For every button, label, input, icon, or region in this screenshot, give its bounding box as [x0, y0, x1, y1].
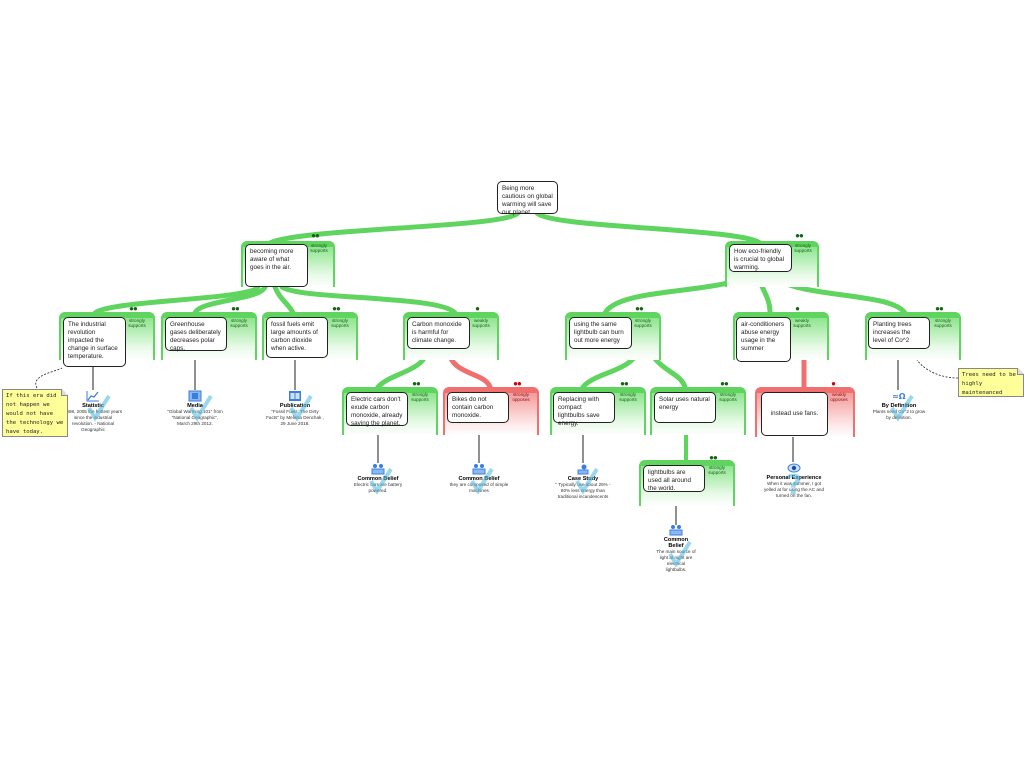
evidence-type: Common Belief [663, 537, 689, 549]
strength-label: strongly supports [708, 465, 726, 475]
strength-dots: ● [831, 379, 836, 388]
checkmark-icon [289, 394, 313, 422]
case-study-icon [577, 464, 589, 475]
checkmark-icon [87, 394, 111, 422]
group-icon [371, 464, 385, 475]
note-n1[interactable]: If this era did not happen we would not … [2, 389, 68, 437]
reason-box-r2a[interactable]: using the same lightbulb can burn out mo… [569, 317, 632, 349]
link-r1-r1c [272, 284, 296, 316]
reason-box-r1d1[interactable]: Electric cars don't exude carbon monoxid… [346, 392, 408, 427]
root-claim[interactable]: Being more cautious on global warming wi… [497, 181, 558, 216]
checkmark-icon [369, 467, 393, 495]
reason-box-r1a[interactable]: The industrial revolution impacted the c… [63, 317, 126, 367]
evidence-type: Publication [279, 403, 311, 409]
svg-text:≈Ω: ≈Ω [892, 392, 906, 401]
strength-dots: ●● [795, 231, 804, 240]
evidence-e4[interactable]: Common Belief Electric cars are battery … [345, 463, 411, 495]
evidence-type: By Definition [881, 403, 917, 409]
evidence-e6[interactable]: Case Study " Typically use about 25% - 8… [555, 463, 611, 500]
checkmark-icon [470, 467, 494, 495]
group-icon [472, 464, 486, 475]
link-r1-r1d [279, 284, 458, 316]
reason-box-r2c[interactable]: Planting trees increases the level of Co… [868, 317, 930, 349]
reason-box-r2a2a[interactable]: lightbulbs are used all around the world… [643, 465, 705, 492]
reason-box-r1[interactable]: becoming more aware of what goes in the … [245, 244, 308, 287]
evidence-type: Statistic [82, 403, 104, 409]
eye-icon [787, 463, 801, 473]
media-icon [188, 390, 202, 402]
evidence-type: Common Belief [458, 476, 500, 482]
strength-dots: ●● [412, 379, 421, 388]
strength-label: strongly opposes [512, 392, 530, 402]
strength-dots: ●● [129, 304, 138, 313]
strength-dots: ● [795, 304, 800, 313]
evidence-type: Media [187, 403, 203, 409]
strength-label: weakly supports [472, 318, 490, 328]
checkmark-icon [668, 540, 692, 568]
evidence-e3[interactable]: Publication "Fossil Fuels: The Dirty Fac… [265, 390, 325, 427]
reason-box-r2b[interactable]: air-conditioners abuse energy usage in t… [736, 317, 791, 362]
objection-box-o1d2[interactable]: Bikes do not contain carbon monoxide. [447, 392, 509, 423]
objection-box-o2b1[interactable]: instead use fans. [761, 392, 828, 436]
strength-dots: ●● [311, 231, 320, 240]
evidence-e1[interactable]: Statistic 1998, 2005 the hottest years s… [63, 390, 123, 433]
group-icon [669, 525, 683, 536]
checkmark-icon [189, 394, 213, 422]
reason-box-r2a1[interactable]: Replacing with compact lightbulbs save e… [553, 392, 615, 427]
evidence-e8[interactable]: Personal Experience When it was summer, … [763, 462, 825, 499]
strength-label: weakly supports [793, 318, 811, 328]
strength-dots: ●● [620, 379, 629, 388]
strength-dots: ●● [720, 379, 729, 388]
reason-box-r1d[interactable]: Carbon monoxide is harmful for climate c… [407, 317, 470, 349]
strength-label: strongly supports [128, 318, 146, 328]
evidence-e9[interactable]: ≈Ω By Definition Plants need Co^2 to gro… [870, 390, 928, 422]
reason-box-r2[interactable]: How eco-friendly is crucial to global wa… [729, 244, 792, 272]
strength-dots: ●● [231, 304, 240, 313]
strength-label: strongly supports [634, 318, 652, 328]
evidence-type: Personal Experience [766, 475, 822, 481]
strength-label: strongly supports [934, 318, 952, 328]
strength-dots: ●● [635, 304, 644, 313]
strength-label: weakly opposes [830, 392, 848, 402]
strength-dots: ●● [709, 453, 718, 462]
evidence-text: When it was summer, I got yelled at for … [763, 481, 824, 498]
strength-dots: ●● [513, 379, 522, 388]
strength-label: strongly supports [230, 318, 248, 328]
reason-box-r1b[interactable]: Greenhouse gases deliberately decreases … [165, 317, 227, 352]
strength-label: strongly supports [619, 392, 637, 402]
evidence-type: Case Study [567, 476, 599, 482]
strength-label: strongly supports [411, 392, 429, 402]
link-root-r1 [267, 210, 521, 246]
note-link-n1 [35, 367, 63, 389]
checkmark-icon [575, 467, 599, 495]
reason-box-r1c[interactable]: fossil fuels emit large amounts of carbo… [266, 317, 328, 358]
evidence-e5[interactable]: Common Belief they are composed of simpl… [446, 463, 512, 495]
strength-dots: ●● [332, 304, 341, 313]
link-r1-r1b [192, 284, 268, 316]
evidence-e7[interactable]: Common Belief The main source of light a… [656, 524, 696, 573]
link-root-r2 [534, 210, 763, 246]
strength-dots: ●● [935, 304, 944, 313]
svg-text:?: ? [786, 468, 802, 498]
chart-icon [86, 391, 99, 402]
strength-label: strongly supports [794, 243, 812, 253]
link-r1-r1a [92, 284, 261, 316]
evidence-type: Common Belief [357, 476, 399, 482]
evidence-e2[interactable]: Media "Global Warming 101" from "Nationa… [165, 390, 225, 427]
checkmark-icon [890, 394, 914, 422]
definition-icon: ≈Ω [892, 392, 906, 401]
question-mark-icon: ? [786, 468, 802, 498]
reason-box-r2a2[interactable]: Solar uses natural energy [654, 392, 716, 423]
book-icon [289, 391, 301, 401]
strength-dots: ● [475, 304, 480, 313]
strength-label: strongly supports [310, 243, 328, 253]
strength-label: strongly supports [331, 318, 349, 328]
strength-label: strongly supports [719, 392, 737, 402]
note-n2[interactable]: Trees need to be highly maintenanced [958, 368, 1024, 397]
